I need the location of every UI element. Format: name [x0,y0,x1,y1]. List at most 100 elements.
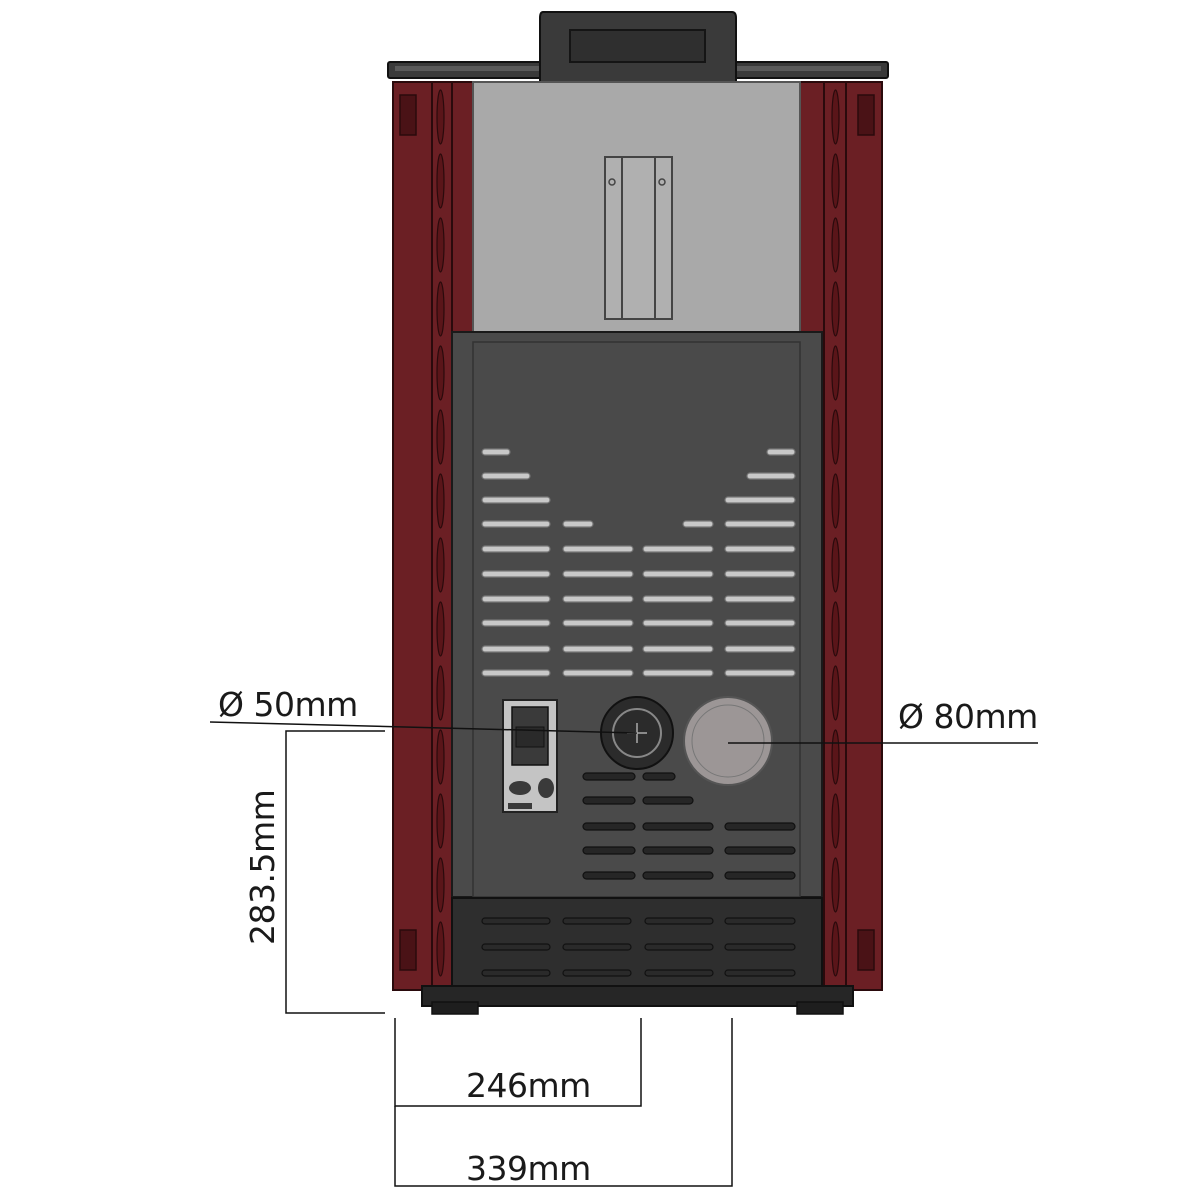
side-vent-slot [436,473,445,529]
vent-slot [766,448,796,456]
side-vent-slot [436,537,445,593]
vent-slot [481,545,551,553]
vent-slot [481,595,551,603]
left-slots [436,89,445,977]
side-vent-slot [436,281,445,337]
vent-slot [724,822,796,831]
vent-slot [724,496,796,504]
lower-vent-slots [582,772,796,880]
vent-slot [642,796,694,805]
side-vent-slot [436,217,445,273]
base-vent-slot [481,943,551,951]
vent-slot [642,772,676,781]
vent-slot [481,472,531,480]
vent-slot [481,520,551,528]
vent-slot [481,619,551,627]
vent-slot [582,871,636,880]
vent-slot [642,645,714,653]
offset-339-dimension [394,1018,733,1187]
vent-slot [724,545,796,553]
side-vent-slot [436,345,445,401]
side-vent-slot [436,601,445,657]
vent-slot [642,545,714,553]
vent-slot [642,846,714,855]
dimension-lines [209,721,1038,1187]
side-vent-slot [831,857,840,913]
vent-slot [642,570,714,578]
side-vent-slot [436,665,445,721]
side-vent-slot [831,537,840,593]
side-vent-slot [436,857,445,913]
side-vent-slot [831,473,840,529]
offset-246-label: 246mm [466,1066,591,1105]
base-vent-slot [644,943,714,951]
vent-slot [642,619,714,627]
vent-slot [481,669,551,677]
vent-slot [642,595,714,603]
base-vent-slot [724,969,796,977]
side-vent-slot [831,665,840,721]
offset-339-label: 339mm [466,1149,591,1188]
side-vent-slot [436,729,445,785]
vent-slot [481,448,511,456]
vent-slot [746,472,796,480]
vent-slot [562,545,634,553]
side-vent-slot [831,217,840,273]
side-vent-slot [831,281,840,337]
base-vent-slots [481,917,796,977]
vent-slot [481,496,551,504]
vent-slot [724,871,796,880]
upper-back-sheet [472,81,801,335]
vent-slot [642,822,714,831]
side-vent-slot [831,921,840,977]
inlet-leader-line [209,721,638,734]
vent-slot [724,645,796,653]
vent-slot [642,669,714,677]
side-vent-slot [436,921,445,977]
inlet-diameter-label: Ø 50mm [218,685,358,724]
vent-slot [724,595,796,603]
side-vent-slot [831,153,840,209]
vent-slot [724,520,796,528]
vent-slot [582,846,636,855]
vent-slot [562,645,634,653]
vent-slot [562,595,634,603]
base [421,897,854,1015]
vent-slot [724,846,796,855]
side-vent-slot [436,409,445,465]
offset-246-dimension [394,1018,642,1107]
vent-slot [582,796,636,805]
side-vent-slot [436,153,445,209]
side-vent-slot [831,409,840,465]
vent-slot [724,669,796,677]
outlet-diameter-label: Ø 80mm [898,697,1038,736]
height-dimension [285,730,385,1014]
base-vent-slot [724,917,796,925]
base-vent-slot [562,943,632,951]
side-vent-slot [436,793,445,849]
back-panel [451,331,823,898]
side-vent-slot [831,729,840,785]
base-vent-slot [724,943,796,951]
height-label: 283.5mm [243,790,282,945]
base-vent-slot [481,917,551,925]
upper-vent-slots [481,448,796,677]
side-vent-slot [831,793,840,849]
flue-outlet-80mm [683,696,773,786]
vent-slot [724,570,796,578]
bracket [604,156,673,320]
power-socket [502,699,558,813]
vent-slot [481,645,551,653]
base-vent-slot [562,917,632,925]
side-vent-slot [436,89,445,145]
base-vent-slot [562,969,632,977]
vent-slot [562,619,634,627]
vent-slot [582,772,636,781]
vent-slot [481,570,551,578]
side-vent-slot [831,601,840,657]
base-vent-slot [481,969,551,977]
vent-slot [642,871,714,880]
side-vent-slot [831,89,840,145]
vent-slot [582,822,636,831]
